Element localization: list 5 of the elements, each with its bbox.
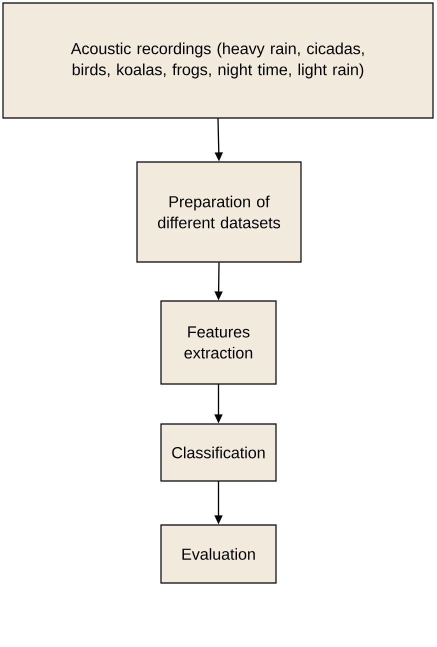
process-box: Preparation of different datasets — [136, 161, 302, 263]
process-box: Features extraction — [160, 300, 277, 385]
process-box: Acoustic recordings (heavy rain, cicadas, birds, koalas, frogs, night time, light rain) — [2, 2, 434, 119]
process-box: Evaluation — [160, 524, 277, 584]
process-box: Classification — [160, 423, 277, 482]
